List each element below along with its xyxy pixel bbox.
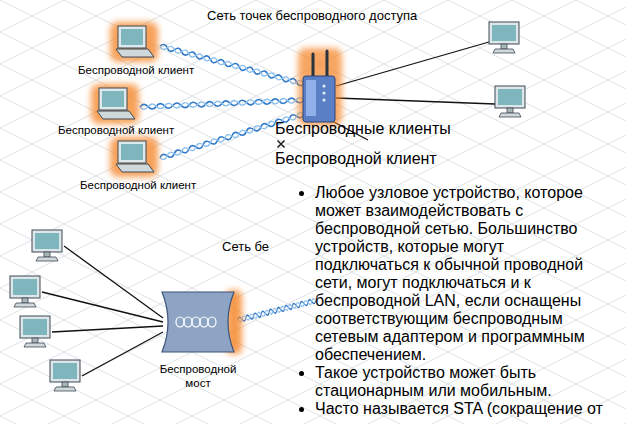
access-point — [322, 91, 325, 94]
access-point — [303, 76, 335, 122]
wireless-laptop — [91, 84, 139, 124]
close-button — [275, 138, 611, 150]
wired-links — [336, 42, 489, 86]
wired-computer — [32, 230, 62, 261]
diagram-title: Сеть точек беспроводного доступа — [207, 8, 417, 24]
wired-links — [42, 292, 163, 322]
wireless-laptop — [91, 84, 139, 124]
wired-computer — [50, 360, 80, 391]
client-label: Беспроводной клиент — [80, 178, 196, 192]
close-icon — [275, 138, 287, 150]
client-label: Беспроводной клиент — [78, 63, 194, 77]
access-point — [306, 80, 316, 116]
wired-computer — [20, 316, 50, 347]
bridge-symbol — [162, 290, 242, 354]
wireless-laptop — [97, 88, 135, 119]
info-window: Беспроводные клиентыБеспроводной клиентЛ… — [275, 120, 611, 411]
access-point — [322, 98, 325, 101]
bridge-symbol — [200, 317, 208, 327]
window-content: Беспроводной клиентЛюбое узловое устройс… — [275, 150, 611, 418]
content-heading: Беспроводной клиент — [275, 150, 611, 168]
bridge-symbol — [208, 317, 216, 327]
bullet-item: Любое узловое устройство, которое может … — [315, 184, 611, 364]
wired-computer — [495, 86, 525, 117]
bullet-list: Любое узловое устройство, которое может … — [275, 184, 611, 418]
wired-computer — [32, 230, 62, 261]
wired-computer — [495, 86, 525, 117]
network-caption: Сеть бе — [222, 239, 269, 255]
wired-computer — [10, 276, 40, 307]
wired-computer — [489, 22, 519, 53]
wireless-laptop — [110, 22, 158, 62]
wireless-laptop — [116, 26, 154, 57]
bridge-symbol — [192, 317, 200, 327]
wired-computer — [489, 22, 519, 53]
access-point — [322, 84, 325, 87]
close-cross — [278, 141, 285, 148]
bullet-item: Такое устройство может быть стационарным… — [315, 364, 611, 400]
wired-links — [336, 98, 495, 104]
bridge-label: Беспроводной мост — [150, 362, 246, 390]
bridge-symbol — [176, 317, 216, 327]
window-title: Беспроводные клиенты — [275, 120, 611, 138]
client-node: Беспроводной клиент — [76, 62, 196, 78]
wired-links — [82, 332, 163, 376]
wired-computer — [50, 360, 80, 391]
wireless-laptop — [116, 141, 154, 172]
wireless-links — [237, 298, 316, 322]
bullet-item: Часто называется STA (сокращение от — [315, 400, 611, 418]
wired-computer — [10, 276, 40, 307]
bridge-symbol — [184, 317, 192, 327]
client-node: Беспроводной клиент — [56, 122, 176, 138]
window-title-bar: Беспроводные клиенты — [275, 120, 611, 138]
bridge-symbol — [162, 292, 234, 352]
wireless-laptop — [110, 137, 158, 177]
wired-links — [52, 326, 163, 332]
access-point — [298, 48, 342, 126]
wireless-links — [140, 98, 304, 110]
wired-computer — [20, 316, 50, 347]
bridge-node: Беспроводной мост — [150, 288, 246, 390]
access-point — [298, 48, 342, 126]
bridge-symbol — [176, 317, 184, 327]
window-body: Беспроводной клиентЛюбое узловое устройс… — [275, 150, 611, 424]
wireless-laptop — [110, 22, 158, 62]
wireless-laptop — [110, 137, 158, 177]
client-node: Беспроводной клиент — [78, 177, 198, 193]
wired-links — [64, 246, 163, 318]
client-label: Беспроводной клиент — [58, 123, 174, 137]
